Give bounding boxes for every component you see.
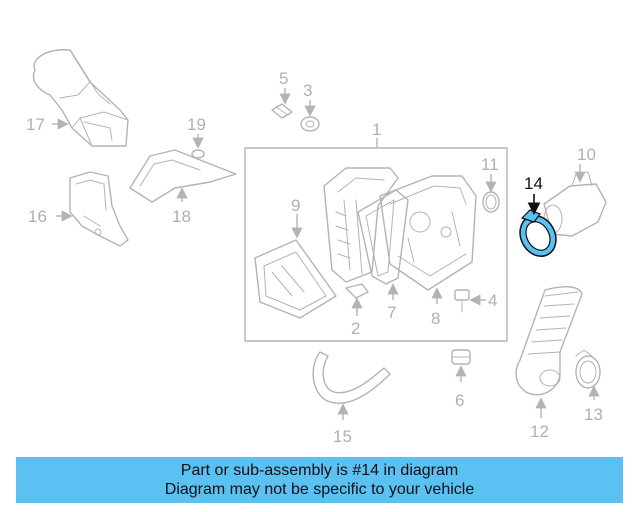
part-7-seal xyxy=(357,189,409,285)
callout-17: 17 xyxy=(26,115,45,134)
callout-2: 2 xyxy=(351,319,360,338)
part-16-bracket xyxy=(69,171,129,247)
callout-1: 1 xyxy=(372,120,381,139)
callout-15: 15 xyxy=(333,427,352,446)
part-10-maf-sensor xyxy=(543,171,607,237)
part-12-intake-hose xyxy=(515,286,583,396)
part-1-assembly-box xyxy=(244,147,508,342)
callout-10: 10 xyxy=(577,145,596,164)
part-18-shield xyxy=(129,149,237,203)
parts-diagram: 17 16 19 18 5 3 1 9 xyxy=(26,49,607,446)
callout-7: 7 xyxy=(387,303,396,322)
part-9-filter xyxy=(254,239,337,319)
callout-5: 5 xyxy=(279,69,288,88)
callout-16: 16 xyxy=(28,207,47,226)
part-8-lower-housing xyxy=(379,175,477,291)
part-14-clamp xyxy=(519,209,557,257)
callout-4: 4 xyxy=(488,291,497,310)
callout-12: 12 xyxy=(530,422,549,441)
part-15-hose xyxy=(312,351,391,404)
banner-line-1: Part or sub-assembly is #14 in diagram xyxy=(180,462,459,479)
callout-11: 11 xyxy=(481,155,499,174)
part-4-sensor xyxy=(454,289,470,313)
part-19-grommet xyxy=(191,149,205,159)
part-3-grommet xyxy=(300,116,320,132)
callout-8: 8 xyxy=(431,309,440,328)
part-2-clip xyxy=(345,283,369,299)
callout-3: 3 xyxy=(303,81,312,100)
part-13-clamp xyxy=(575,349,601,389)
part-17-intake-duct xyxy=(32,49,129,147)
part-5-pin xyxy=(271,103,293,119)
callout-18: 18 xyxy=(172,207,191,226)
callout-14: 14 xyxy=(524,174,543,193)
callout-6: 6 xyxy=(455,391,464,410)
banner-line-2: Diagram may not be specific to your vehi… xyxy=(164,481,475,498)
callout-19: 19 xyxy=(187,115,206,134)
part-upper-housing xyxy=(323,167,399,283)
callout-13: 13 xyxy=(584,405,603,424)
callout-9: 9 xyxy=(291,196,300,215)
part-6-bushing xyxy=(451,349,471,365)
part-11-oring xyxy=(482,191,500,213)
info-banner: Part or sub-assembly is #14 in diagram D… xyxy=(16,457,623,503)
